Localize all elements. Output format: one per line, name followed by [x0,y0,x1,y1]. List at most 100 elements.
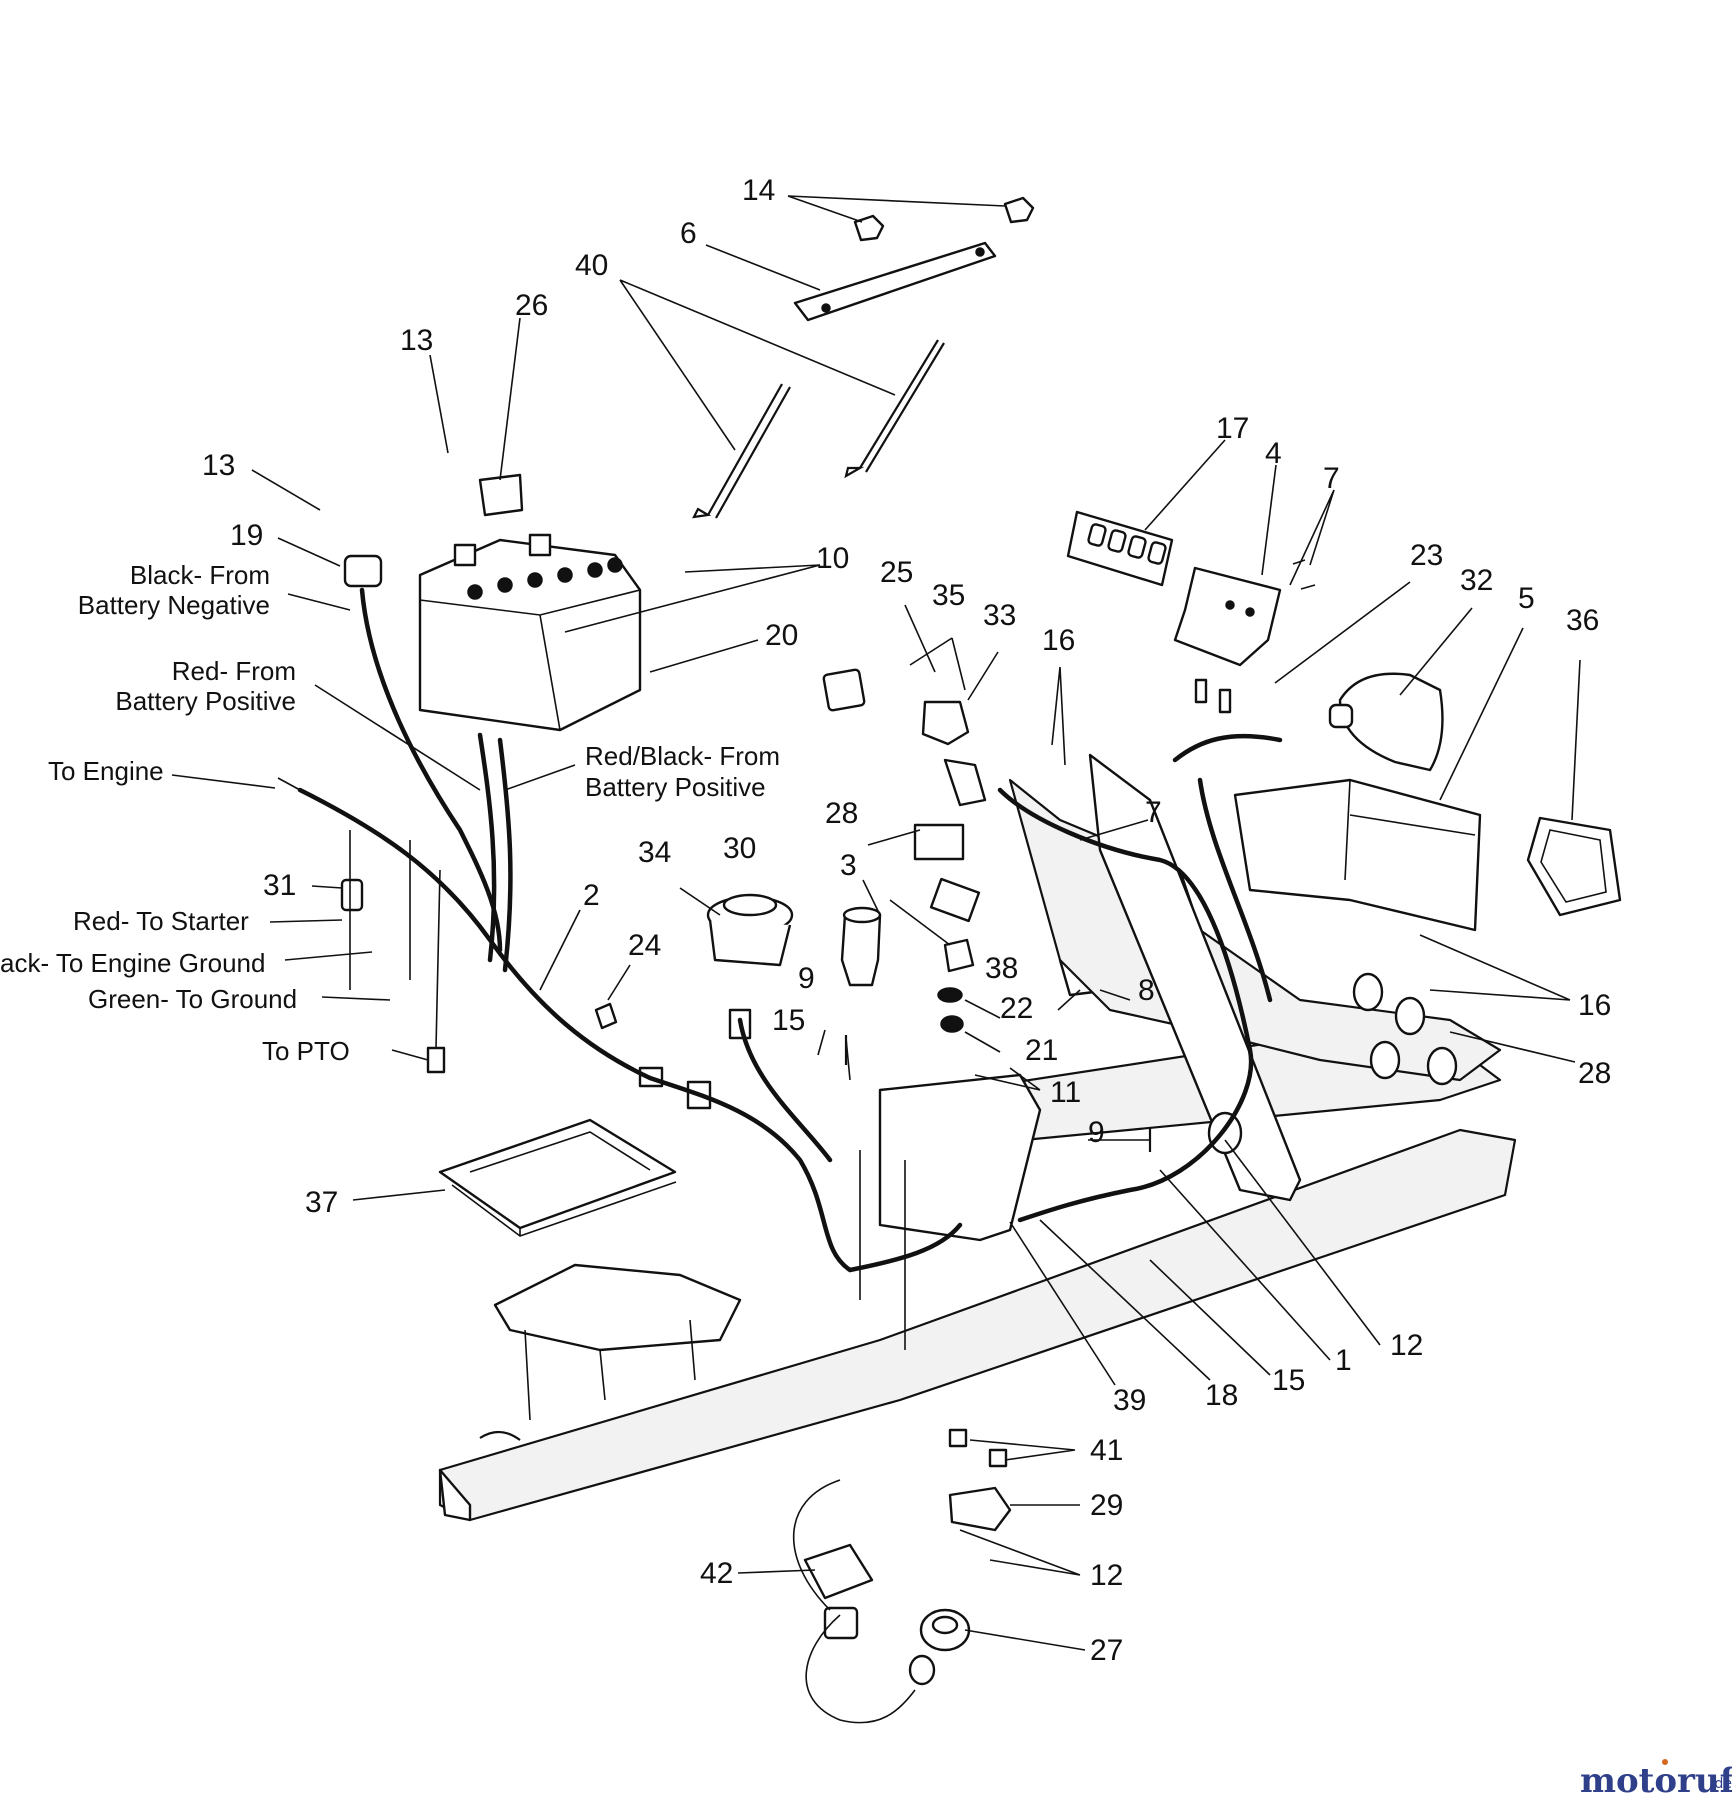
label-part-38: 38 [985,952,1018,985]
label-part-42: 42 [700,1557,733,1590]
label-part-21: 21 [1025,1034,1058,1067]
plate-part-29 [948,1486,1012,1532]
label-part-18: 18 [1205,1379,1238,1412]
label-part-34: 34 [638,836,671,869]
label-part-12b: 12 [1090,1559,1123,1592]
label-part-7a: 7 [1323,462,1340,495]
label-part-15a: 15 [772,1004,805,1037]
tray-part-37 [438,1118,677,1230]
spacer-part-41 [948,1428,968,1448]
pto-connector [426,1046,446,1074]
wire-label-to-engine: To Engine [48,756,164,786]
connector-part-31 [340,878,364,912]
label-part-24: 24 [628,929,661,962]
label-part-35: 35 [932,579,965,612]
label-part-32: 32 [1460,564,1493,597]
label-part-14: 14 [742,174,775,207]
label-part-28a: 28 [825,797,858,830]
washer-part-21 [940,1015,964,1033]
label-part-33: 33 [983,599,1016,632]
wire-label-red-positive-line2: Battery Positive [115,686,296,716]
cap-part-26 [478,473,524,517]
label-part-28b: 28 [1578,1057,1611,1090]
label-part-37: 37 [305,1186,338,1219]
leader-lines [171,195,1581,1651]
label-part-5: 5 [1518,582,1535,615]
watermark-logo: motoruf .de [1580,1759,1732,1800]
relay-part-25 [822,668,866,712]
connector-part-28 [913,823,965,861]
plug-part-3 [943,938,975,973]
wire-label-green-ground: Green- To Ground [88,984,297,1014]
label-part-30: 30 [723,832,756,865]
label-part-29: 29 [1090,1489,1123,1522]
washer-part-22 [937,987,963,1003]
label-part-20: 20 [765,619,798,652]
wire-label-black-negative-line1: Black- From [130,560,270,590]
rod-part-40a [707,383,783,516]
label-part-2: 2 [583,879,600,912]
label-part-10: 10 [816,542,849,575]
wire-label-red-starter: Red- To Starter [73,906,249,936]
label-part-15b: 15 [1272,1364,1305,1397]
connector-part-24 [594,1002,618,1030]
label-part-9b: 9 [1088,1116,1105,1149]
label-part-22: 22 [1000,992,1033,1025]
label-part-16b: 16 [1578,989,1611,1022]
parts-drawing [340,196,1622,1686]
wire-label-red-black-line1: Red/Black- From [585,741,780,771]
tray-part-5 [1233,778,1482,932]
label-part-12a: 12 [1390,1329,1423,1362]
part-labels: 14 6 40 26 13 13 19 10 20 17 4 7 25 35 3… [202,174,1611,1667]
wire-main-harness [297,787,653,1081]
label-part-36: 36 [1566,604,1599,637]
watermark-suffix: .de [1710,1776,1732,1792]
label-part-25: 25 [880,556,913,589]
label-part-13a: 13 [400,324,433,357]
clip-part-14a [853,214,885,242]
bushing-part-12 [1207,1111,1243,1155]
label-part-26: 26 [515,289,548,322]
battery-mount-bracket [493,1263,742,1352]
bracket-part-6 [793,241,997,322]
wire-label-red-black-line2: Battery Positive [585,772,766,802]
label-part-8: 8 [1138,974,1155,1007]
light-part-32 [1338,672,1444,772]
fuse-part-23 [1194,678,1208,704]
label-part-39: 39 [1113,1384,1146,1417]
wire-label-black-negative-line2: Battery Negative [78,590,270,620]
label-part-3: 3 [840,849,857,882]
rod-part-40b [859,339,939,469]
watermark-name: motoruf [1580,1761,1732,1800]
indicator-lamps-part-28 [1352,972,1458,1086]
lens-part-36 [1526,816,1622,917]
label-part-27: 27 [1090,1634,1123,1667]
label-part-16a: 16 [1042,624,1075,657]
label-part-13b: 13 [202,449,235,482]
label-part-9a: 9 [798,962,815,995]
label-part-1: 1 [1335,1344,1352,1377]
label-part-7b: 7 [1145,796,1162,829]
wire-label-red-positive-line1: Red- From [172,656,296,686]
switch-part-30 [840,913,882,987]
label-part-11: 11 [1050,1076,1081,1109]
label-part-31: 31 [263,869,296,902]
label-part-4: 4 [1265,437,1282,470]
wire-labels: Black- From Battery Negative Red- From B… [0,560,780,1066]
label-part-40: 40 [575,249,608,282]
clip-part-14b [1003,196,1035,224]
label-part-17: 17 [1216,412,1249,445]
switch-part-33 [921,700,970,746]
wiring-harness [277,587,1283,1724]
label-part-6: 6 [680,217,697,250]
battery-part-20 [418,538,642,732]
label-part-19: 19 [230,519,263,552]
center-bracket [878,1073,1042,1242]
label-part-23: 23 [1410,539,1443,572]
wire-label-engine-ground: ack- To Engine Ground [0,948,265,978]
bracket-part-42 [803,1543,874,1600]
fuse-holder-part-19 [343,554,383,588]
label-part-41: 41 [1090,1434,1123,1467]
wire-battery-positive [477,732,497,963]
